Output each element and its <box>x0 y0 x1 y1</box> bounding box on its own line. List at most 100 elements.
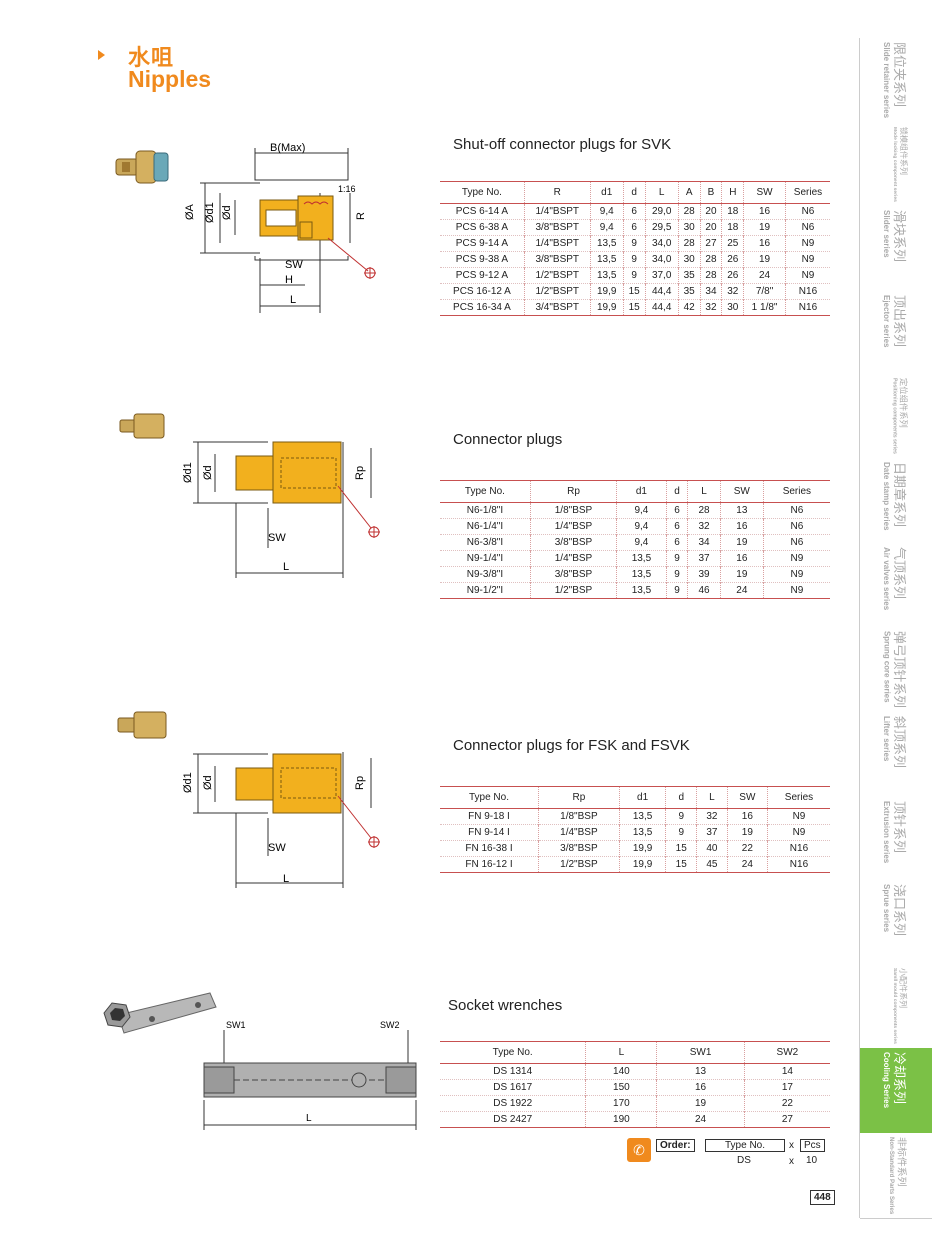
col-header: d <box>665 786 697 809</box>
table-cell: 16 <box>719 518 764 535</box>
table-cell: N9 <box>784 235 830 252</box>
table-cell: 24 <box>719 582 764 599</box>
table-cell: 13,5 <box>589 267 624 284</box>
order-pcs-value[interactable]: 10 <box>806 1155 818 1166</box>
col-header: d1 <box>616 480 667 503</box>
table-cell: 13,5 <box>589 251 624 268</box>
table-cell: 9 <box>665 550 688 567</box>
order-type-value[interactable]: DS <box>737 1155 751 1166</box>
table-cell: 29,5 <box>644 219 679 236</box>
table-cell: 26 <box>721 251 744 268</box>
drawing-socket-wrench: SW1 SW2 L <box>196 1015 426 1140</box>
drawing-connector-plug: Ød1 Ød Rp SW L <box>178 428 393 588</box>
table-cell: 9,4 <box>616 534 667 551</box>
drawing-svk: B(Max) 1:16 ØA Ød1 Ød R SW H L <box>180 138 395 318</box>
side-tab-label-en: Sprue series <box>882 884 891 933</box>
side-tab-label-en: Sprung core series <box>882 631 892 703</box>
table-cell: N9 <box>762 582 830 599</box>
col-header: d <box>622 181 646 204</box>
col-header: L <box>696 786 728 809</box>
table-cell: 18 <box>721 203 744 220</box>
table-cell: 1/4"BSP <box>529 550 617 567</box>
table-cell: 19,9 <box>618 840 666 857</box>
side-tab-label-cn: 弹弓顶针系列 <box>892 631 908 709</box>
table-cell: 32 <box>699 299 722 316</box>
table-cell: 39 <box>687 566 721 583</box>
table-cell: 3/8"BSP <box>537 840 620 857</box>
table-cell: 26 <box>721 267 744 284</box>
table-cell: 9 <box>622 251 646 268</box>
table-cell: 9 <box>622 235 646 252</box>
table-cell: 19 <box>719 534 764 551</box>
side-tab-label-en: Cooling Series <box>882 1052 891 1109</box>
table-cell: 24 <box>726 856 768 873</box>
table-cell: 22 <box>726 840 768 857</box>
table-cell: N9 <box>784 267 830 284</box>
table-cell: 16 <box>743 235 786 252</box>
table-cell: 32 <box>696 808 728 825</box>
table-cell: 27 <box>743 1111 830 1128</box>
table-cell: 1/2"BSPT <box>523 283 591 300</box>
label-l: L <box>283 561 289 573</box>
table-cell: 9 <box>665 824 697 841</box>
side-tab-label-cn: 小配件系列 <box>898 968 909 1009</box>
table-cell: 6 <box>665 518 688 535</box>
table-cell: 37,0 <box>644 267 679 284</box>
table-cell: 6 <box>622 203 646 220</box>
label-sw: SW <box>268 532 286 544</box>
table-cell: 13 <box>656 1063 745 1080</box>
table-cell: 9 <box>665 582 688 599</box>
table-cell: 28 <box>699 267 722 284</box>
label-rp: Rp <box>354 776 366 790</box>
table-cell: FN 16-38 I <box>440 840 539 857</box>
label-d: Ød <box>202 775 214 790</box>
table-cell: 44,4 <box>644 283 679 300</box>
order-type-header: Type No. <box>705 1139 785 1152</box>
table-cell: N16 <box>784 299 830 316</box>
page-title-cn: 水咀 <box>128 45 175 70</box>
side-tab-label-cn: 定位组件系列 <box>898 378 909 428</box>
side-tab-label-cn: 斜顶系列 <box>892 716 907 769</box>
col-header: L <box>585 1041 657 1064</box>
col-header: SW1 <box>656 1041 745 1064</box>
col-header: d <box>665 480 688 503</box>
label-h: H <box>285 274 293 286</box>
table-cell: 45 <box>696 856 728 873</box>
table-cell: FN 9-18 I <box>440 808 539 825</box>
table-cell: 6 <box>665 502 688 519</box>
page-title-en: Nipples <box>128 66 212 92</box>
table-cell: 42 <box>677 299 701 316</box>
label-r: R <box>355 212 367 220</box>
table-cell: 3/8"BSP <box>529 534 617 551</box>
label-sw2: SW2 <box>380 1020 400 1030</box>
order-x-header: x <box>789 1140 794 1151</box>
table-cell: 13,5 <box>616 566 667 583</box>
side-tab-label-en: Lifter series <box>882 716 891 762</box>
col-header: L <box>644 181 679 204</box>
table-cell: PCS 9-12 A <box>440 267 525 284</box>
label-d: Ød <box>221 205 233 220</box>
side-tab-border <box>859 38 860 1218</box>
table-cell: N6-3/8"I <box>440 534 531 551</box>
